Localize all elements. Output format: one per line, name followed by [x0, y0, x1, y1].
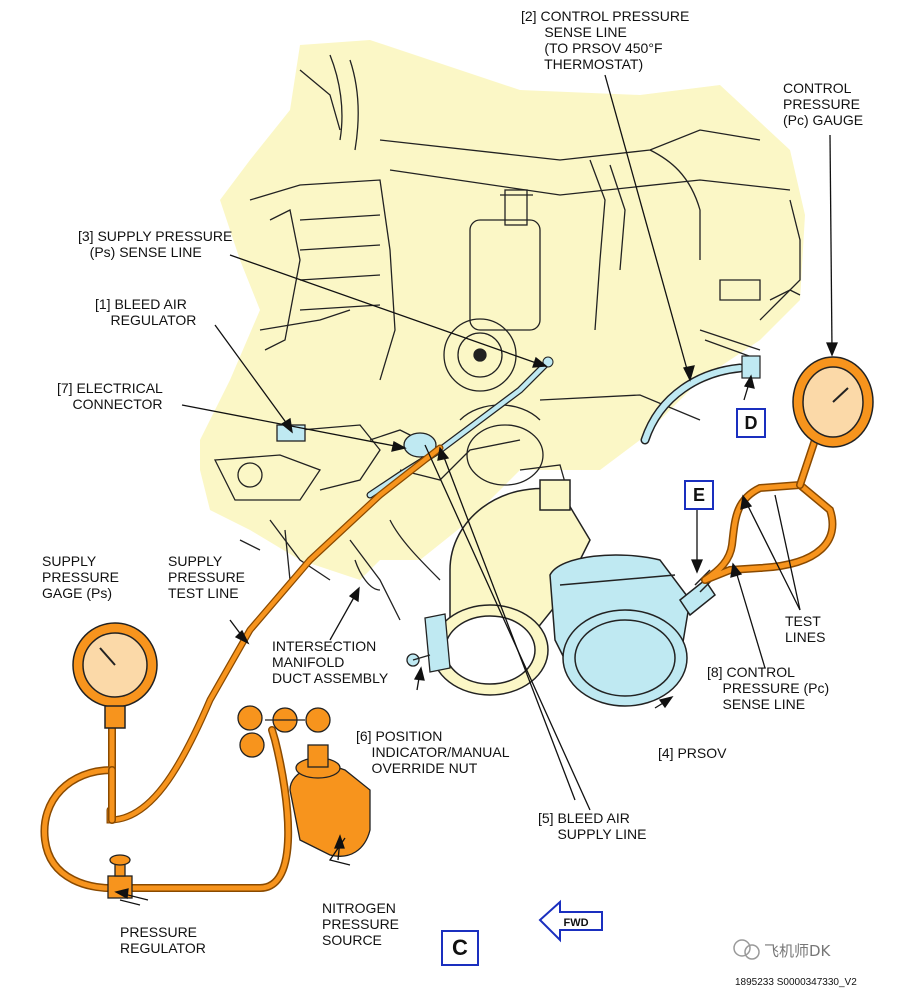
label-supply-pressure-test-line: SUPPLY PRESSURE TEST LINE — [168, 553, 246, 601]
label-electrical-connector: [7] ELECTRICAL CONNECTOR — [57, 380, 163, 412]
nitrogen-source — [237, 705, 371, 857]
prsov-valve — [549, 554, 717, 707]
fwd-arrow: FWD — [538, 899, 603, 943]
leader-lines — [114, 74, 838, 906]
label-control-pressure-pc-sense-line: [8] CONTROL PRESSURE (Pc) SENSE LINE — [707, 664, 830, 712]
label-bleed-air-regulator: [1] BLEED AIR REGULATOR — [95, 296, 197, 328]
control-pressure-gauge — [792, 356, 874, 448]
manifold-duct — [431, 479, 591, 696]
control-pressure-test-lines — [701, 436, 837, 584]
label-control-pressure-gauge: CONTROL PRESSURE (Pc) GAUGE — [783, 80, 864, 128]
label-nitrogen-pressure-source: NITROGEN PRESSURE SOURCE — [322, 900, 400, 948]
supply-gauge-hoses — [40, 696, 293, 893]
watermark-text: 飞机师DK — [764, 942, 831, 960]
supply-pressure-gauge — [72, 622, 158, 729]
watermark-logo-icon — [733, 939, 760, 960]
label-pressure-regulator: PRESSURE REGULATOR — [120, 924, 206, 956]
view-marker-c: C — [441, 930, 479, 966]
label-control-pressure-sense-line: [2] CONTROL PRESSURE SENSE LINE (TO PRSO… — [521, 8, 690, 72]
supply-pressure-test-line — [106, 444, 444, 824]
engine-background — [200, 40, 805, 580]
view-marker-d: D — [736, 408, 766, 438]
label-supply-pressure-gauge: SUPPLY PRESSURE GAGE (Ps) — [42, 553, 120, 601]
label-prsov: [4] PRSOV — [658, 745, 727, 761]
label-test-lines: TEST LINES — [785, 613, 826, 645]
document-id: 1895233 S0000347330_V2 — [735, 977, 857, 988]
label-position-indicator: [6] POSITION INDICATOR/MANUAL OVERRIDE N… — [356, 728, 510, 776]
label-supply-pressure-sense-line: [3] SUPPLY PRESSURE (Ps) SENSE LINE — [78, 228, 233, 260]
label-bleed-air-supply-line: [5] BLEED AIR SUPPLY LINE — [538, 810, 647, 842]
fwd-arrow-label: FWD — [563, 917, 588, 929]
engine-line-art — [213, 54, 801, 621]
position-indicator-nut — [406, 613, 451, 673]
fitting-d — [741, 355, 761, 379]
label-intersection-manifold: INTERSECTION MANIFOLD DUCT ASSEMBLY — [272, 638, 389, 686]
view-marker-e: E — [684, 480, 714, 510]
